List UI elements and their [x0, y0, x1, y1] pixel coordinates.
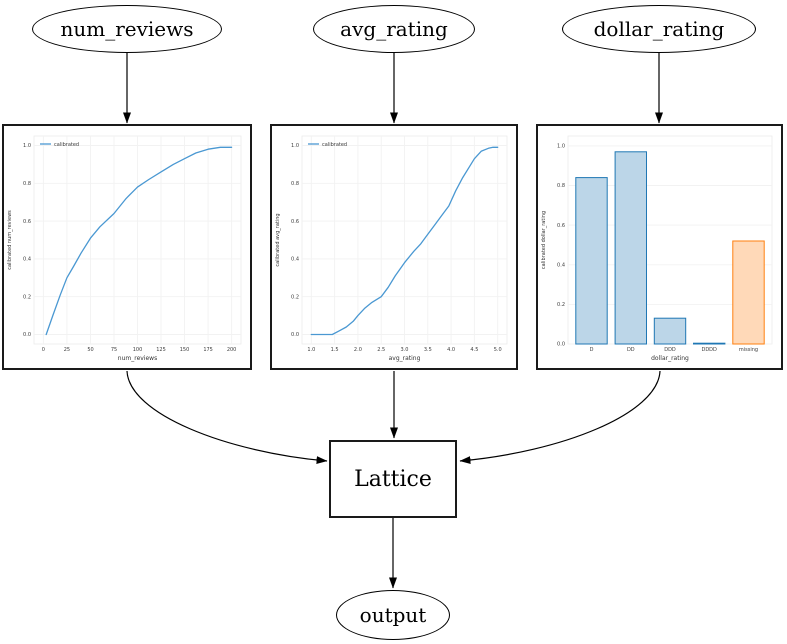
y-tick-label: 1.0 — [291, 143, 299, 149]
node-avg-rating: avg_rating — [313, 5, 475, 53]
bar-D — [575, 177, 608, 345]
y-tick-label: 0.8 — [557, 183, 565, 189]
x-tick-label: 2.0 — [354, 347, 362, 353]
node-dollar-rating: dollar_rating — [562, 5, 756, 53]
bar-DD — [614, 151, 647, 345]
x-tick-label: 125 — [156, 347, 166, 353]
x-tick-label: 50 — [87, 347, 93, 353]
y-tick-label: 0.4 — [23, 257, 31, 263]
y-tick-label: 0.0 — [557, 342, 565, 348]
edge-calibrator3-to-lattice — [459, 370, 661, 465]
edge-calibrator1-to-lattice — [126, 370, 328, 465]
x-tick-label: 1.0 — [307, 347, 315, 353]
num-reviews-calibration-chart: 0.0 0.2 0.4 0.6 0.8 1.0 0 25 50 75 100 125 150 175 200… — [7, 135, 242, 362]
node-avg-rating-label: avg_rating — [340, 17, 448, 41]
x-tick-label: 150 — [180, 347, 190, 353]
x-tick-label: 4.5 — [470, 347, 478, 353]
y-tick-label: 0.2 — [23, 294, 31, 300]
x-tick-label: DDDD — [701, 347, 717, 353]
x-tick-label: 4.0 — [447, 347, 455, 353]
y-tick-label: 1.0 — [23, 143, 31, 149]
calibration-plot-num-reviews: 0.0 0.2 0.4 0.6 0.8 1.0 0 25 50 75 100 125 150 175 200… — [2, 124, 252, 370]
x-tick-label: DDD — [664, 347, 676, 353]
x-tick-label: D — [590, 347, 594, 353]
y-tick-label: 0.4 — [291, 257, 299, 263]
y-tick-label: 1.0 — [557, 144, 565, 150]
y-tick-label: 0.0 — [291, 332, 299, 338]
y-tick-label: 0.2 — [557, 302, 565, 308]
bar-missing — [732, 240, 765, 345]
node-num-reviews: num_reviews — [32, 5, 222, 53]
avg-rating-calibration-chart: 0.0 0.2 0.4 0.6 0.8 1.0 1.0 1.5 2.0 2.5 3.0 3.5 4.0 4… — [275, 135, 508, 362]
x-tick-label: missing — [739, 347, 758, 353]
legend-label: calibrated — [322, 142, 347, 148]
x-axis-label: num_reviews — [118, 355, 157, 362]
node-lattice-label: Lattice — [354, 466, 432, 492]
legend-label: calibrated — [54, 142, 79, 148]
x-tick-label: 75 — [111, 347, 117, 353]
node-output: output — [336, 590, 450, 640]
node-lattice: Lattice — [329, 440, 457, 518]
x-tick-label: 3.0 — [401, 347, 409, 353]
x-tick-label: 3.5 — [424, 347, 432, 353]
y-axis-label: calibrated avg_rating — [275, 213, 281, 266]
x-tick-label: DD — [627, 347, 635, 353]
y-axis-label: calibrated num_reviews — [7, 210, 13, 270]
series-calibrated — [45, 146, 233, 336]
x-tick-label: 25 — [64, 347, 70, 353]
y-tick-label: 0.8 — [23, 181, 31, 187]
x-tick-label: 200 — [227, 347, 237, 353]
y-tick-label: 0.0 — [23, 332, 31, 338]
x-tick-label: 5.0 — [494, 347, 502, 353]
x-tick-label: 100 — [133, 347, 143, 353]
x-tick-label: 2.5 — [377, 347, 385, 353]
x-tick-label: 175 — [203, 347, 213, 353]
y-tick-label: 0.2 — [291, 294, 299, 300]
y-tick-label: 0.4 — [557, 263, 565, 269]
x-tick-label: 0 — [42, 347, 45, 353]
node-num-reviews-label: num_reviews — [60, 17, 194, 41]
y-tick-label: 0.8 — [291, 181, 299, 187]
x-axis-label: dollar_rating — [651, 355, 689, 362]
series-calibrated — [310, 146, 499, 336]
y-axis-label: calibrated dollar_rating — [541, 211, 547, 269]
y-tick-label: 0.6 — [291, 219, 299, 225]
y-tick-label: 0.6 — [557, 223, 565, 229]
bar-DDDD — [693, 342, 726, 345]
x-axis-label: avg_rating — [389, 355, 421, 362]
x-tick-label: 1.5 — [331, 347, 339, 353]
y-tick-label: 0.6 — [23, 219, 31, 225]
node-output-label: output — [359, 603, 427, 627]
calibration-plot-avg-rating: 0.0 0.2 0.4 0.6 0.8 1.0 1.0 1.5 2.0 2.5 3.0 3.5 4.0 4… — [270, 124, 518, 370]
bar-DDD — [653, 317, 687, 345]
node-dollar-rating-label: dollar_rating — [593, 17, 725, 41]
